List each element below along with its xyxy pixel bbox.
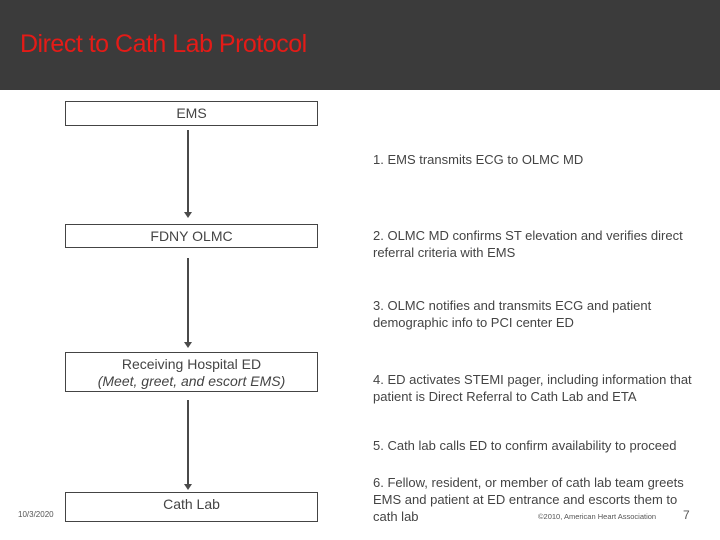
olmc-box-label: FDNY OLMC xyxy=(150,228,233,244)
cath-lab-box: Cath Lab xyxy=(65,492,318,522)
receiving-ed-box: Receiving Hospital ED (Meet, greet, and … xyxy=(65,352,318,392)
arrowhead-1 xyxy=(184,212,192,218)
step-4: 4. ED activates STEMI pager, including i… xyxy=(373,372,692,404)
step-1: 1. EMS transmits ECG to OLMC MD xyxy=(373,152,584,167)
title-bar: Direct to Cath Lab Protocol xyxy=(0,0,720,90)
step-6: 6. Fellow, resident, or member of cath l… xyxy=(373,475,684,524)
receiving-ed-sublabel: (Meet, greet, and escort EMS) xyxy=(97,373,286,389)
arrow-ems-to-olmc xyxy=(184,130,192,218)
page-number: 7 xyxy=(683,508,690,522)
olmc-box: FDNY OLMC xyxy=(65,224,318,248)
arrowhead-3 xyxy=(184,484,192,490)
footer-copyright: ©2010, American Heart Association xyxy=(538,512,657,521)
step-5: 5. Cath lab calls ED to confirm availabi… xyxy=(373,438,677,453)
step-3: 3. OLMC notifies and transmits ECG and p… xyxy=(373,298,652,330)
footer-date: 10/3/2020 xyxy=(18,510,54,519)
cath-lab-box-label: Cath Lab xyxy=(163,496,220,512)
ems-box: EMS xyxy=(65,101,318,126)
slide-title: Direct to Cath Lab Protocol xyxy=(20,30,307,58)
ems-box-label: EMS xyxy=(176,105,207,121)
arrowhead-2 xyxy=(184,342,192,348)
arrow-ed-to-cathlab xyxy=(184,400,192,490)
arrow-olmc-to-ed xyxy=(184,258,192,348)
receiving-ed-label: Receiving Hospital ED xyxy=(121,356,262,372)
step-2: 2. OLMC MD confirms ST elevation and ver… xyxy=(373,228,683,260)
